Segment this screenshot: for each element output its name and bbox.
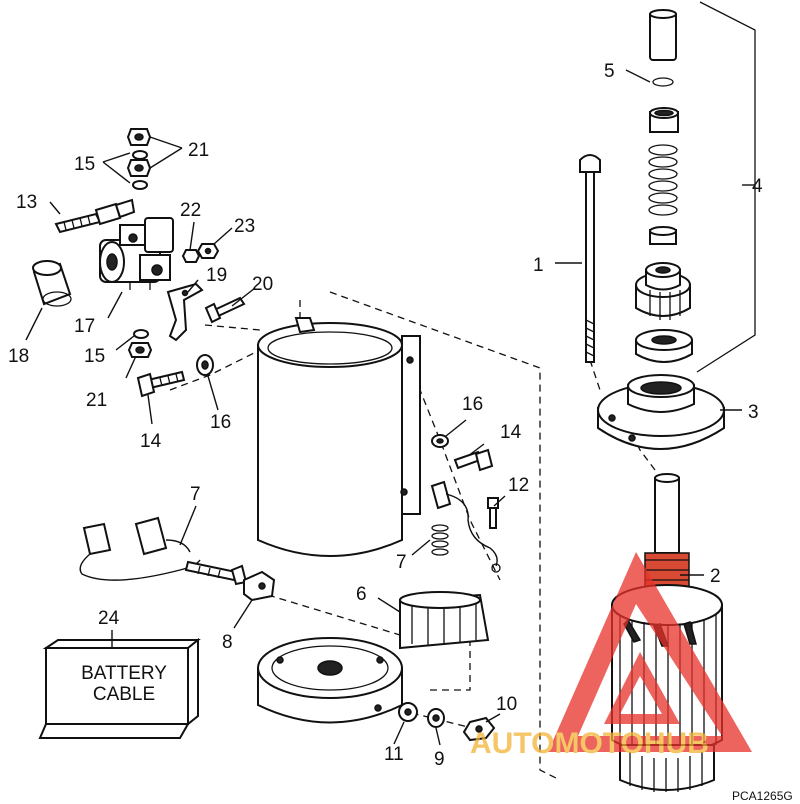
callout-16a: 16 [210, 412, 231, 433]
lower-nuts-15-21 [127, 329, 153, 358]
callout-6: 6 [356, 584, 367, 605]
retaining-ring [652, 77, 674, 87]
callout-19: 19 [206, 265, 227, 286]
battery-box-line2: CABLE [93, 684, 155, 705]
washer-16a [196, 354, 214, 376]
callout-21a: 21 [188, 140, 209, 161]
callout-9: 9 [434, 749, 445, 770]
terminal-stud [54, 198, 136, 234]
callout-21b: 21 [86, 390, 107, 411]
terminal-nuts-top [126, 128, 152, 190]
callout-14b: 14 [500, 422, 522, 443]
callout-22: 22 [180, 200, 201, 221]
battery-box-line1: BATTERY [81, 663, 167, 684]
callout-8: 8 [222, 632, 233, 653]
brush-plate [399, 591, 490, 650]
callout-numbers: 1 2 3 4 5 6 7 7 8 9 10 11 12 13 14 14 15… [8, 61, 763, 770]
watermark-text: AUTOMOTOHUB [470, 727, 709, 760]
washer-16b [431, 434, 449, 448]
callout-7a: 7 [190, 484, 201, 505]
callout-13: 13 [16, 192, 37, 213]
battery-cable-box: BATTERY CABLE [38, 637, 201, 739]
solenoid-bracket [166, 282, 204, 342]
callout-11: 11 [384, 744, 404, 765]
brush-lead-assembly [430, 480, 501, 573]
nut-10 [462, 716, 496, 742]
callout-24: 24 [98, 608, 120, 629]
callout-14a: 14 [140, 431, 162, 452]
callout-20: 20 [252, 274, 273, 295]
screw-12 [487, 497, 499, 529]
watermark-logo: AUTOMOTOHUB [470, 552, 752, 760]
brush-spring [431, 524, 449, 556]
small-washer-23 [196, 243, 220, 259]
bolt-14b [453, 448, 494, 472]
washer-11 [398, 702, 418, 722]
drive-end-cap [597, 374, 725, 450]
watermark-inner-triangle [604, 652, 680, 724]
clip-8 [243, 570, 276, 602]
commutator-end-cap [257, 637, 403, 724]
callout-1: 1 [533, 255, 544, 276]
mounting-bolt-14a [136, 370, 186, 398]
callout-10: 10 [496, 694, 517, 715]
drive-sleeve [649, 9, 677, 61]
callout-3: 3 [748, 402, 759, 423]
callout-4: 4 [752, 176, 763, 197]
watermark-triangle [548, 552, 752, 752]
callout-12: 12 [508, 475, 529, 496]
drive-spring [648, 144, 678, 216]
thrust-washer [635, 329, 693, 363]
solenoid-boot [32, 260, 72, 307]
frame-housing [257, 317, 421, 557]
solenoid [99, 217, 174, 290]
through-bolt [579, 154, 601, 363]
callout-17: 17 [74, 316, 95, 337]
callout-15a: 15 [74, 154, 95, 175]
drive-assembly [635, 9, 693, 363]
brush-set [79, 516, 248, 586]
callout-2: 2 [710, 566, 721, 587]
callout-23: 23 [234, 216, 255, 237]
washer-9 [427, 708, 445, 728]
callout-leaders [25, 69, 755, 746]
callout-16b: 16 [462, 394, 483, 415]
pinion-gear [635, 262, 691, 320]
figure-code: PCA1265G [732, 789, 793, 803]
callout-15b: 15 [84, 346, 105, 367]
small-nut-22 [181, 249, 201, 263]
callout-18: 18 [8, 346, 29, 367]
callout-7b: 7 [396, 552, 407, 573]
callout-5: 5 [604, 61, 615, 82]
spring-cup [649, 226, 677, 245]
stop-collar [649, 107, 679, 133]
